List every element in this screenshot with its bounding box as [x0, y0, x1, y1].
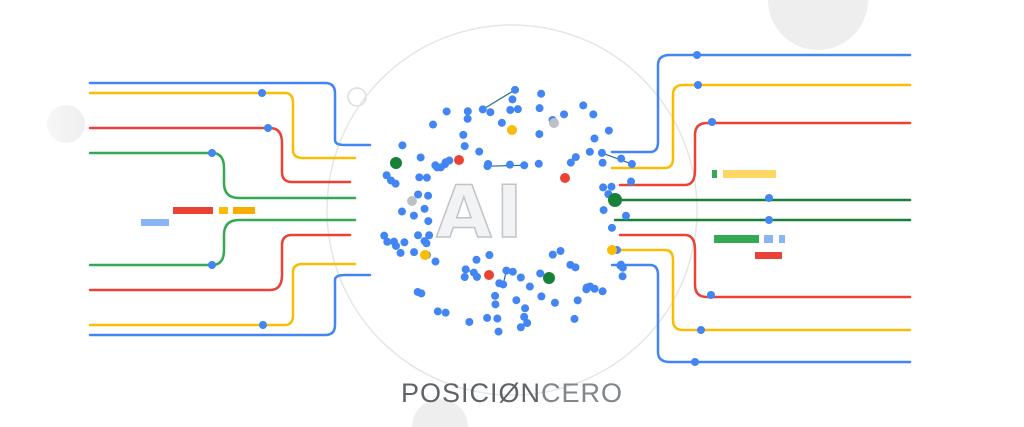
- logo-part1: POSICIØN: [400, 378, 541, 408]
- ai-circuit-letters: AI: [435, 169, 527, 255]
- logo-part2: CERO: [541, 378, 624, 408]
- posicioncero-logo: POSICIØNCERO: [0, 378, 1024, 409]
